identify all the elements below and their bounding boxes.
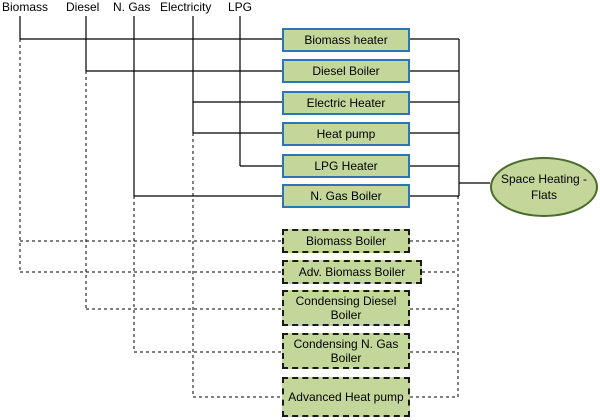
tech-box-advanced-heat-pump: Advanced Heat pump	[282, 377, 410, 417]
tech-box-heat-pump: Heat pump	[282, 122, 410, 146]
tech-box-lpg-heater: LPG Heater	[282, 154, 410, 178]
tech-box-adv-biomass-boiler: Adv. Biomass Boiler	[282, 260, 422, 284]
fuel-label-lpg: LPG	[228, 0, 253, 14]
fuel-label-diesel: Diesel	[66, 0, 100, 14]
tech-box-condensing-diesel-boiler: Condensing Diesel Boiler	[282, 290, 410, 326]
fuel-label-electricity: Electricity	[160, 0, 212, 14]
tech-box-n-gas-boiler: N. Gas Boiler	[282, 184, 410, 208]
tech-box-electric-heater: Electric Heater	[282, 91, 410, 115]
fuel-label-biomass: Biomass	[2, 0, 49, 14]
tech-box-biomass-heater: Biomass heater	[282, 28, 410, 52]
tech-box-condensing-n-gas-boiler: Condensing N. Gas Boiler	[282, 333, 410, 369]
tech-box-diesel-boiler: Diesel Boiler	[282, 59, 410, 83]
tech-box-biomass-boiler: Biomass Boiler	[282, 229, 410, 253]
fuel-label-n-gas: N. Gas	[113, 0, 151, 14]
demand-node-space-heating-flats: Space Heating - Flats	[490, 157, 598, 217]
